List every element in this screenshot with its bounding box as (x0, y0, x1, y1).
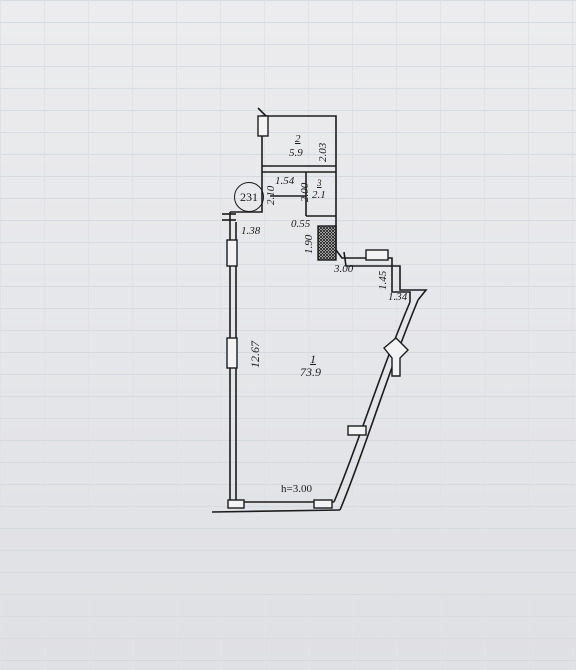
room1-number: 1 (310, 352, 316, 366)
dim-room2-height: 2.03 (317, 142, 329, 162)
dim-left-wall: 12.67 (248, 341, 262, 368)
dim-shaft-height: 1.90 (303, 234, 315, 254)
room2-area: 5.9 (289, 147, 303, 159)
dim-shaft-width: 0.55 (291, 218, 311, 230)
inner-outline (230, 115, 411, 302)
dim-room3-width: 1.54 (275, 175, 295, 187)
window-room2 (257, 115, 269, 137)
step-wall-outer (343, 251, 428, 301)
section-number-marker: 231 (234, 182, 264, 212)
curved-wall-outer (339, 299, 419, 511)
bottom-wall-outer (211, 509, 341, 513)
radiator (347, 425, 367, 436)
room3-number: 3 (317, 178, 322, 188)
dim-step-width-2: 1.34 (388, 291, 408, 303)
room1-area: 73.9 (300, 365, 321, 379)
ventilation-shaft (317, 225, 337, 261)
tick-top (257, 107, 267, 117)
dim-step-height: 1.45 (377, 270, 389, 290)
dim-room3-height: 2.00 (299, 182, 311, 202)
dim-room2-left: 2.10 (265, 185, 277, 205)
window-left-1 (226, 239, 238, 267)
column-top-right (365, 249, 389, 261)
dim-step-width: 3.00 (334, 263, 354, 275)
dim-stub-left: 1.38 (241, 225, 261, 237)
column-bottom-left (227, 499, 245, 509)
window-left-2 (226, 337, 238, 369)
curved-wall-inner (333, 301, 411, 503)
door-symbol (383, 337, 409, 377)
ceiling-height: h=3.00 (281, 483, 312, 495)
room3-area: 2.1 (312, 189, 326, 201)
room2-number: 2 (295, 133, 301, 145)
column-bottom-right (313, 499, 333, 509)
